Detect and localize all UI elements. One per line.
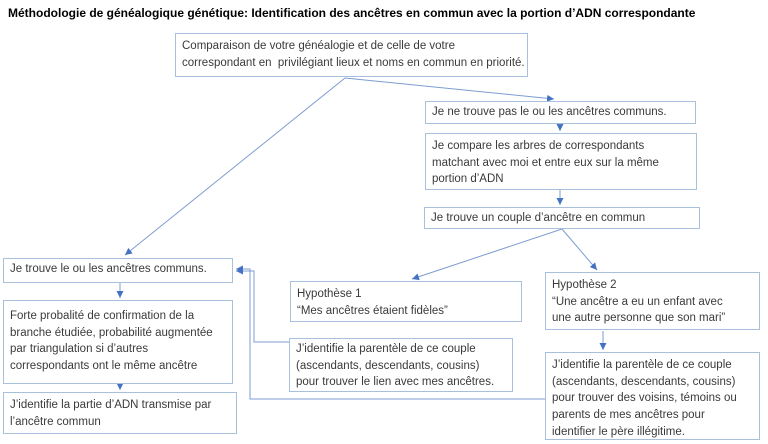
flow-box-no-common-ancestors: Je ne trouve pas le ou les ancêtres comm…: [425, 101, 696, 124]
arrow-comparison-to-found-ancestors: [124, 77, 346, 256]
elbow-relatives-h1-to-found-ancestors: [236, 267, 289, 343]
flow-box-strong-probability: Forte probalité de confirmation de la br…: [3, 300, 233, 384]
flow-box-identify-dna: J’identifie la partie d’ADN transmise pa…: [3, 392, 237, 434]
flow-box-found-ancestors: Je trouve le ou les ancêtres communs.: [3, 258, 233, 283]
flow-box-hypothesis1: Hypothèse 1 “Mes ancêtres étaient fidèle…: [290, 281, 522, 322]
arrow-comparison-to-not-found: [344, 77, 555, 102]
page-title: Méthodologie de généalogique génétique: …: [8, 6, 696, 20]
arrow-found-couple-to-hypothesis1: [411, 228, 563, 281]
flow-box-compare-trees: Je compare les arbres de correspondants …: [425, 133, 697, 190]
flow-box-comparison: Comparaison de votre généalogie et de ce…: [175, 33, 528, 77]
flow-box-found-couple: Je trouve un couple d’ancêtre en commun: [424, 207, 700, 229]
flow-box-identify-relatives-h2: J’identifie la parentèle de ce couple (a…: [545, 352, 760, 440]
arrow-found-couple-to-hypothesis2: [561, 228, 598, 271]
flow-box-hypothesis2: Hypothèse 2 “Une ancêtre a eu un enfant …: [545, 272, 760, 330]
flow-box-identify-relatives-h1: J’identifie la parentèle de ce couple (a…: [289, 338, 513, 392]
